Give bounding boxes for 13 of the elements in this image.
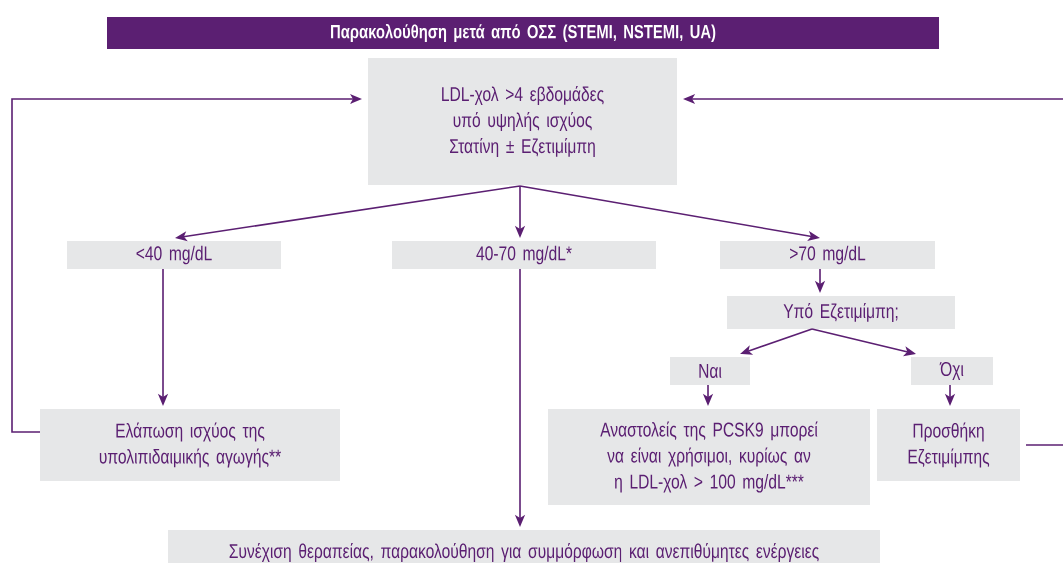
answer-box: Ναι xyxy=(670,357,750,385)
action-box: Προσθήκη Εζετιμίμπης xyxy=(877,409,1020,481)
action-box: Αναστολείς της PCSK9 μπορεί να είναι χρήσιμοι, κυρίως αν η LDL-χολ > 100 mg/dL*** xyxy=(548,409,870,505)
decision-box: Υπό Εζετιμίμπη; xyxy=(727,296,955,329)
title-banner: Παρακολούθηση μετά από ΟΣΣ (STEMI, NSTEMI, UA) xyxy=(107,17,939,49)
process-box: LDL-χολ >4 εβδομάδες υπό υψηλής ισχύος Στατίνη ± Εζετιμίμπη xyxy=(368,58,677,185)
action-box: Συνέχιση θεραπείας, παρακολούθηση για συμμόρφωση και ανεπιθύμητες ενέργειες xyxy=(168,530,880,563)
answer-box: Όχι xyxy=(911,357,993,385)
range-box: 40-70 mg/dL* xyxy=(392,241,656,269)
range-box: >70 mg/dL xyxy=(720,241,935,269)
action-box: Ελάπωση ισχύος της υπολιπιδαιμικής αγωγής** xyxy=(40,409,340,481)
range-box: <40 mg/dL xyxy=(67,241,281,269)
arrow xyxy=(11,94,362,433)
